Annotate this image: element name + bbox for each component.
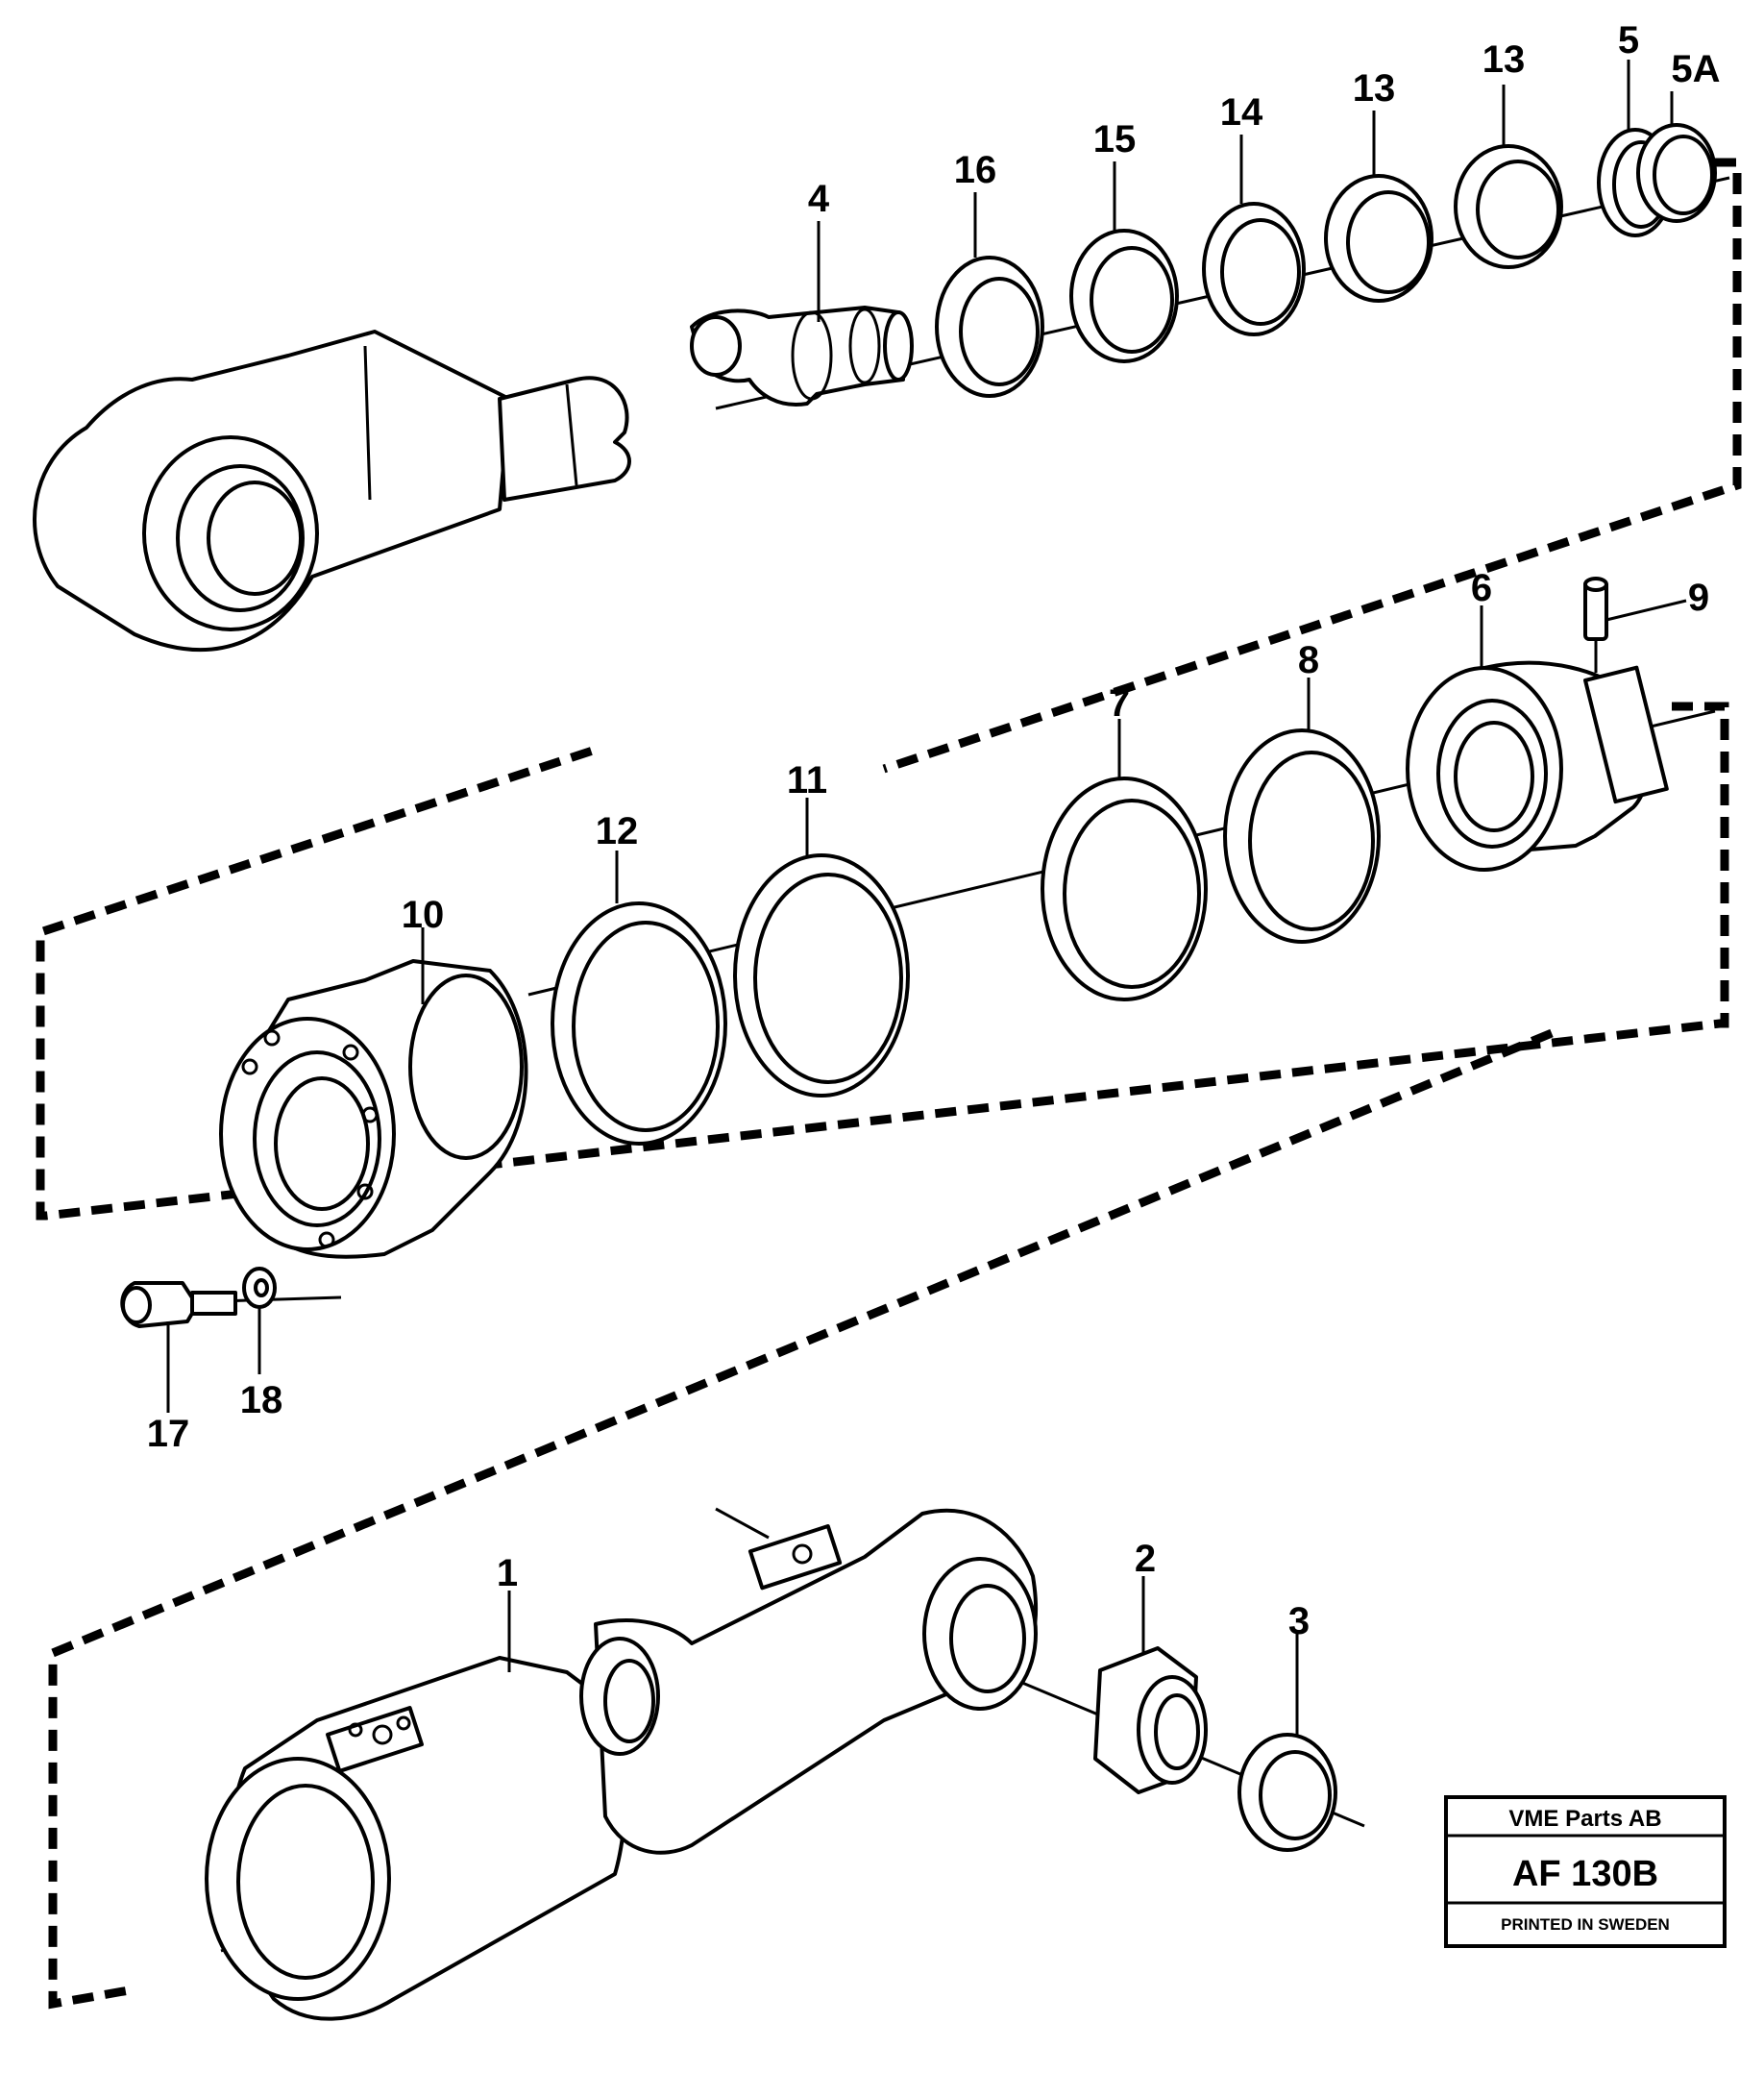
label-part-11: 11 [787,759,827,802]
cylinder-head [219,959,528,1259]
label-part-3: 3 [1288,1600,1310,1642]
title-block-company: VME Parts AB [1508,1806,1661,1832]
label-part-10: 10 [402,894,445,936]
part-labels: 4 16 15 14 13 13 5 5A 9 6 8 7 11 12 10 1… [147,19,1721,1642]
piston-rod-eye [33,330,631,652]
bottom-bushing-and-seal [1093,1646,1337,1852]
title-block: VME Parts AB AF 130B PRINTED IN SWEDEN [1444,1795,1727,1948]
label-part-1: 1 [497,1552,518,1594]
guide-bushing [1406,660,1669,872]
label-part-16: 16 [954,149,997,191]
label-part-14: 14 [1220,91,1263,134]
cylinder-tube [205,1507,1038,2021]
label-part-17: 17 [147,1413,190,1455]
label-part-13-second: 13 [1482,38,1526,81]
group-boundaries [36,158,1742,2010]
label-part-2: 2 [1135,1538,1156,1580]
leader-lines [166,60,1687,1735]
label-part-8: 8 [1298,639,1319,681]
label-part-12: 12 [596,810,639,852]
title-block-code: AF 130B [1512,1854,1658,1894]
title-block-printed: PRINTED IN SWEDEN [1501,1915,1670,1934]
top-seal-rings [935,123,1717,398]
middle-seal-rings [551,728,1381,1146]
label-part-9: 9 [1688,577,1709,619]
label-part-18: 18 [240,1379,283,1421]
label-part-13-first: 13 [1353,67,1396,110]
label-part-5: 5 [1618,19,1639,62]
bleed-valve [1583,577,1608,673]
cap-screw-and-washer [120,1267,277,1328]
piston-rod-end [690,306,914,407]
label-part-5a: 5A [1671,48,1720,90]
label-part-4: 4 [808,178,830,220]
label-part-7: 7 [1109,682,1130,725]
label-part-6: 6 [1471,567,1492,609]
label-part-15: 15 [1093,118,1137,160]
